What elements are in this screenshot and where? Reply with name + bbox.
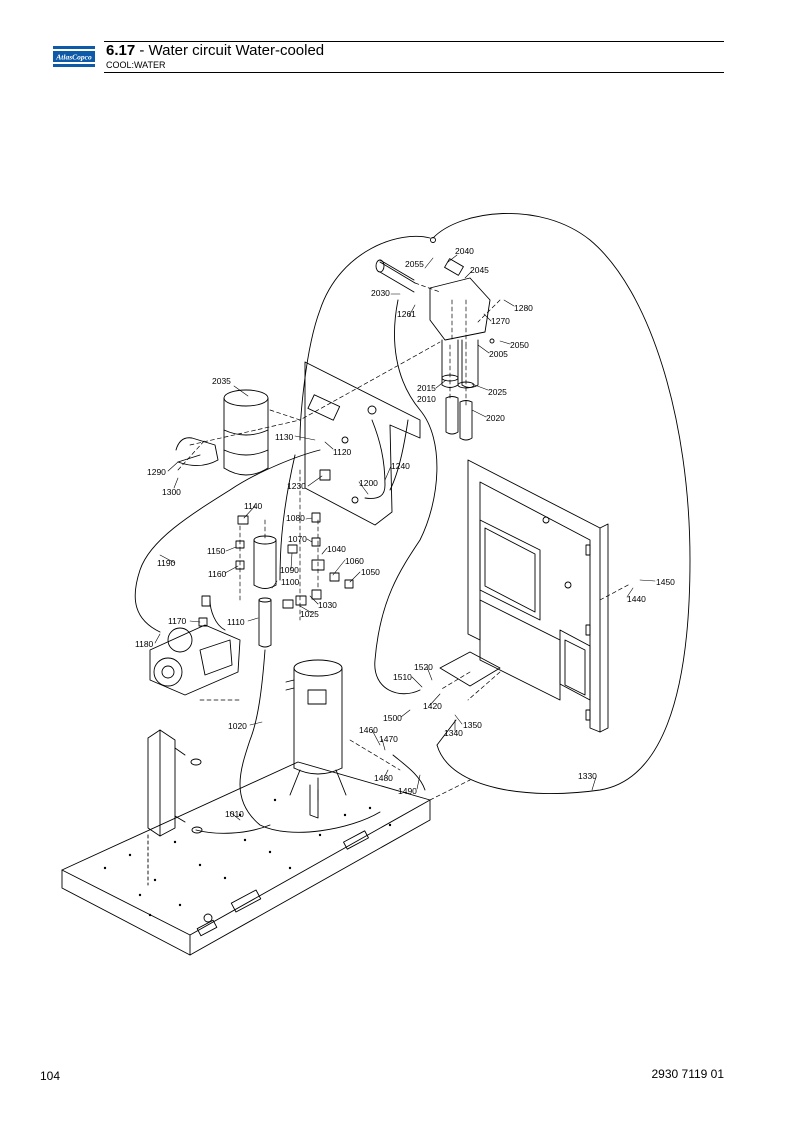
- section-number: 6.17: [106, 42, 136, 59]
- callout-2020: 2020: [486, 413, 505, 423]
- callout-2055: 2055: [405, 259, 424, 269]
- water-cooler-unit: [147, 729, 203, 886]
- assembly-lines: [177, 282, 631, 801]
- hoses: [134, 213, 691, 834]
- callout-1190: 1190: [157, 558, 176, 568]
- callout-1160: 1160: [208, 569, 227, 579]
- callout-1261: 1261: [397, 309, 416, 319]
- filter-head-assembly: [375, 237, 495, 441]
- callout-2045: 2045: [470, 265, 489, 275]
- callout-1040: 1040: [327, 544, 346, 554]
- callout-1230: 1230: [287, 481, 306, 491]
- callout-1110: 1110: [227, 617, 245, 627]
- mounting-panel: [304, 361, 421, 526]
- callout-1520: 1520: [414, 662, 433, 672]
- callout-1050: 1050: [361, 567, 380, 577]
- callout-1240: 1240: [391, 461, 410, 471]
- callout-1340: 1340: [444, 728, 463, 738]
- callout-1490: 1490: [398, 786, 417, 796]
- reservoir-tank: [175, 389, 269, 476]
- base-frame: [61, 761, 431, 956]
- callout-1080: 1080: [286, 513, 305, 523]
- callout-2015: 2015: [417, 383, 436, 393]
- water-pump: [149, 624, 241, 696]
- header-rule-bottom: [104, 72, 724, 73]
- callout-2010: 2010: [417, 394, 436, 404]
- callout-1450: 1450: [656, 577, 675, 587]
- callout-1030: 1030: [318, 600, 337, 610]
- callout-1510: 1510: [393, 672, 412, 682]
- page-number: 104: [40, 1069, 61, 1083]
- callout-1060: 1060: [345, 556, 364, 566]
- callout-1470: 1470: [379, 734, 398, 744]
- callout-1500: 1500: [383, 713, 402, 723]
- callout-1090: 1090: [280, 565, 299, 575]
- callout-1480: 1480: [374, 773, 393, 783]
- callout-leaders: [154, 254, 656, 821]
- separator-vessel: [285, 659, 347, 819]
- callout-1300: 1300: [162, 487, 181, 497]
- callout-1420: 1420: [423, 701, 442, 711]
- section-title: 6.17 - Water circuit Water-cooled: [106, 42, 324, 59]
- atlas-copco-logo: AtlasCopco: [53, 44, 95, 69]
- callout-1070: 1070: [288, 534, 307, 544]
- callout-1140: 1140: [244, 501, 263, 511]
- document-number: 2930 7119 01: [651, 1067, 724, 1081]
- callout-1020: 1020: [228, 721, 247, 731]
- callout-labels: 2040 2055 2045 2030 1280 1261 1270 2050 …: [135, 246, 675, 819]
- callout-1280: 1280: [514, 303, 533, 313]
- callout-1180: 1180: [135, 639, 154, 649]
- callout-2050: 2050: [510, 340, 529, 350]
- callout-1460: 1460: [359, 725, 378, 735]
- callout-1200: 1200: [359, 478, 378, 488]
- callout-1130: 1130: [275, 432, 294, 442]
- header-rule-top: [104, 41, 724, 42]
- callout-2025: 2025: [488, 387, 507, 397]
- cooler-cabinet: [439, 459, 609, 733]
- section-separator: -: [135, 42, 149, 59]
- callout-1100: 1100: [281, 577, 300, 587]
- callout-1290: 1290: [147, 467, 166, 477]
- section-title-text: Water circuit Water-cooled: [148, 42, 325, 59]
- callout-2040: 2040: [455, 246, 474, 256]
- svg-text:AtlasCopco: AtlasCopco: [55, 53, 92, 62]
- callout-2005: 2005: [489, 349, 508, 359]
- callout-1270: 1270: [491, 316, 510, 326]
- section-subtitle: COOL:WATER: [106, 60, 166, 70]
- callout-1010: 1010: [225, 809, 244, 819]
- callout-1150: 1150: [207, 546, 226, 556]
- callout-1350: 1350: [463, 720, 482, 730]
- callout-1330: 1330: [578, 771, 597, 781]
- callout-2030: 2030: [371, 288, 390, 298]
- filter-cartridge-1100: [253, 535, 277, 648]
- callout-1120: 1120: [333, 447, 352, 457]
- callout-2035: 2035: [212, 376, 231, 386]
- callout-1025: 1025: [300, 609, 319, 619]
- callout-1440: 1440: [627, 594, 646, 604]
- callout-1170: 1170: [168, 616, 187, 626]
